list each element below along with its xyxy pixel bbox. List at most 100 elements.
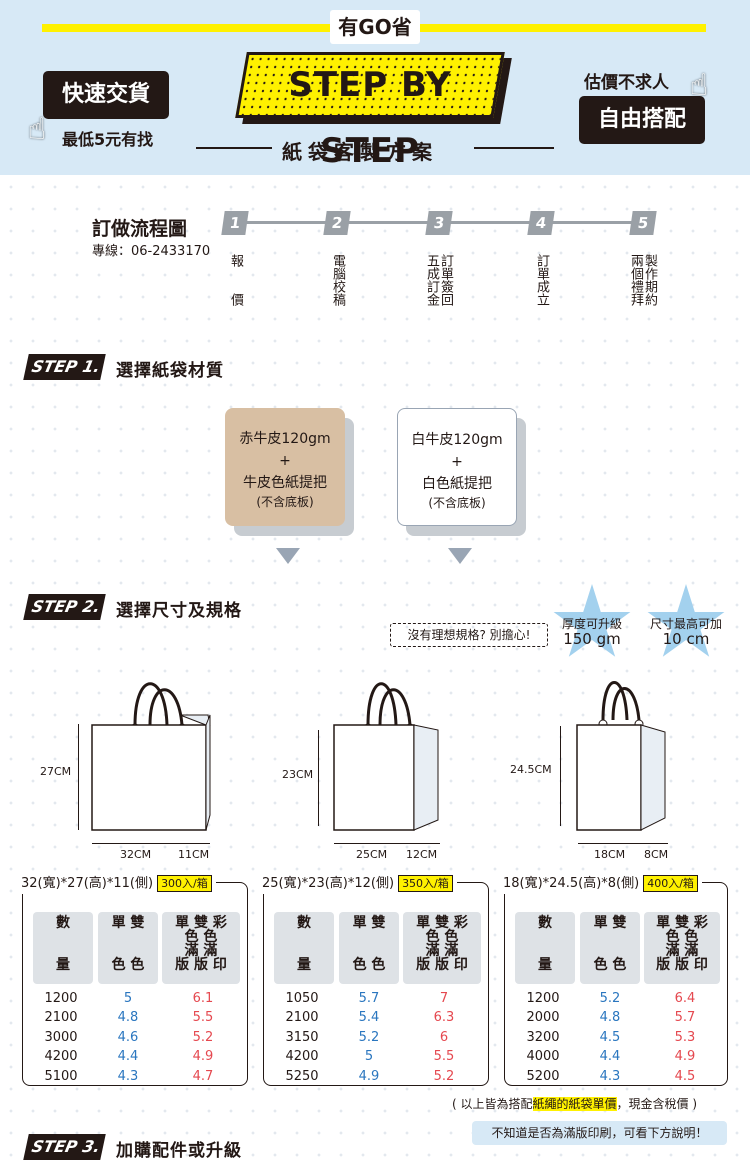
- star-label: 厚度可升級: [561, 617, 622, 631]
- process-step-number: 3: [425, 211, 453, 235]
- price-table: 32(寬)*27(高)*11(側)300入/箱 數 量 單 雙 色 色 單 雙 …: [17, 874, 248, 1086]
- table-cell: 4200: [285, 1049, 319, 1065]
- header-single-text: 單 雙 色 色: [593, 915, 627, 973]
- table-size: 18(寬)*24.5(高)*8(側): [503, 876, 640, 891]
- header-qty: 數 量: [274, 912, 334, 984]
- material-name: 白牛皮120gm: [411, 432, 503, 448]
- material-name: 赤牛皮120gm: [239, 431, 331, 447]
- page-subtitle: 紙袋客製方案: [282, 140, 438, 164]
- process-step-text: 電腦校稿: [330, 254, 345, 306]
- dim-line: [318, 730, 319, 826]
- table-cell: 4.8: [117, 1010, 139, 1026]
- dim-line: [334, 843, 440, 844]
- process-step-number: 1: [221, 211, 249, 235]
- table-cell: 2100: [285, 1010, 319, 1026]
- table-cell: 5.7: [358, 991, 380, 1006]
- header-color: 單 雙 彩 色 色 滿 滿 版 版 印: [403, 912, 481, 984]
- process-step-number: 4: [527, 211, 555, 235]
- header-qty-text: 數 量: [538, 915, 552, 973]
- header-color: 單 雙 彩 色 色 滿 滿 版 版 印: [644, 912, 720, 984]
- print-hint-link[interactable]: 不知道是否為滿版印刷，可看下方說明！: [472, 1121, 727, 1145]
- bag-width: 25CM: [356, 848, 388, 861]
- table-size: 25(寬)*23(高)*12(側): [262, 876, 395, 891]
- step1-title: 選擇紙袋材質: [116, 361, 224, 381]
- table-cell: 4.9: [192, 1049, 214, 1065]
- material-note: (不含底板): [256, 495, 314, 509]
- down-arrow-icon: [276, 548, 300, 564]
- header-color-text: 單 雙 彩 色 色 滿 滿 版 版 印: [416, 915, 468, 973]
- header-qty: 數 量: [515, 912, 575, 984]
- table-cell: 2000: [526, 1010, 560, 1026]
- table-cell: 1050: [285, 991, 319, 1006]
- header-single: 單 雙 色 色: [580, 912, 640, 984]
- material-card-kraft[interactable]: 赤牛皮120gm + 牛皮色紙提把 (不含底板): [225, 408, 345, 526]
- table-cell: 5.2: [433, 1068, 455, 1084]
- table-cell: 5250: [285, 1068, 319, 1084]
- process-step-number: 5: [629, 211, 657, 235]
- bag-width: 18CM: [594, 848, 626, 861]
- material-handle: 牛皮色紙提把: [243, 475, 327, 491]
- top-title: 有GO省: [330, 10, 420, 44]
- table-cell: 4.3: [117, 1068, 139, 1084]
- bag-illustration-small: [576, 681, 666, 831]
- header-qty: 數 量: [33, 912, 93, 984]
- bag-height: 27CM: [40, 765, 72, 778]
- bag-height: 24.5CM: [510, 763, 552, 776]
- divider-left: [196, 147, 272, 149]
- bag-depth: 11CM: [178, 848, 210, 861]
- dim-line: [92, 843, 210, 844]
- table-cell: 5.3: [674, 1029, 696, 1045]
- quote-text: 估價不求人: [584, 73, 669, 93]
- table-caption: 32(寬)*27(高)*11(側)300入/箱: [17, 874, 216, 894]
- table-cell: 5.4: [358, 1010, 380, 1026]
- table-cell: 4.9: [358, 1068, 380, 1084]
- table-cell: 4.5: [599, 1029, 621, 1045]
- step1-tag: STEP 1.: [23, 354, 106, 380]
- table-cell: 4000: [526, 1049, 560, 1065]
- table-cell: 5: [123, 991, 133, 1006]
- yellow-bar-left: [42, 24, 332, 32]
- dim-line: [78, 724, 79, 830]
- box-qty-badge: 300入/箱: [157, 875, 212, 892]
- price-table: 25(寬)*23(高)*12(側)350入/箱 數 量 單 雙 色 色 單 雙 …: [258, 874, 489, 1086]
- box-qty-badge: 350入/箱: [398, 875, 453, 892]
- bag-width: 32CM: [120, 848, 152, 861]
- header-qty-text: 數 量: [297, 915, 311, 973]
- table-cell: 5200: [526, 1068, 560, 1084]
- box-qty-badge: 400入/箱: [643, 875, 698, 892]
- free-combo-badge: 自由搭配: [579, 96, 705, 144]
- table-cell: 6.3: [433, 1010, 455, 1026]
- star-value: 10 cm: [662, 630, 710, 648]
- table-cell: 5.2: [599, 991, 621, 1006]
- table-cell: 4.6: [117, 1029, 139, 1045]
- bag-depth: 12CM: [406, 848, 438, 861]
- material-note: (不含底板): [428, 496, 486, 510]
- down-arrow-icon: [448, 548, 472, 564]
- header-single: 單 雙 色 色: [98, 912, 158, 984]
- yellow-bar-right: [418, 24, 706, 32]
- banner-title: STEP BY STEP: [288, 65, 452, 171]
- bag-depth: 8CM: [644, 848, 669, 861]
- table-caption: 18(寬)*24.5(高)*8(側)400入/箱: [499, 874, 702, 894]
- process-step-text: 製作期約 兩個禮拜: [628, 254, 657, 306]
- pointing-hand-icon: ☝: [690, 68, 709, 103]
- table-cell: 4200: [44, 1049, 78, 1065]
- star-value: 150 gm: [563, 630, 621, 648]
- step3-tag: STEP 3.: [23, 1134, 106, 1160]
- table-cell: 4.9: [674, 1049, 696, 1065]
- note-text: ( 以上皆為搭配: [452, 1097, 533, 1111]
- table-cell: 3150: [285, 1029, 319, 1045]
- pointing-hand-icon: ☝: [28, 112, 47, 147]
- fast-delivery-badge: 快速交貨: [43, 71, 169, 119]
- header-qty-text: 數 量: [56, 915, 70, 973]
- dim-line: [560, 726, 561, 826]
- step2-title: 選擇尺寸及規格: [116, 601, 242, 621]
- table-cell: 2100: [44, 1010, 78, 1026]
- table-cell: 4.4: [117, 1049, 139, 1065]
- header-single-text: 單 雙 色 色: [352, 915, 386, 973]
- material-card-white[interactable]: 白牛皮120gm + 白色紙提把 (不含底板): [397, 408, 517, 526]
